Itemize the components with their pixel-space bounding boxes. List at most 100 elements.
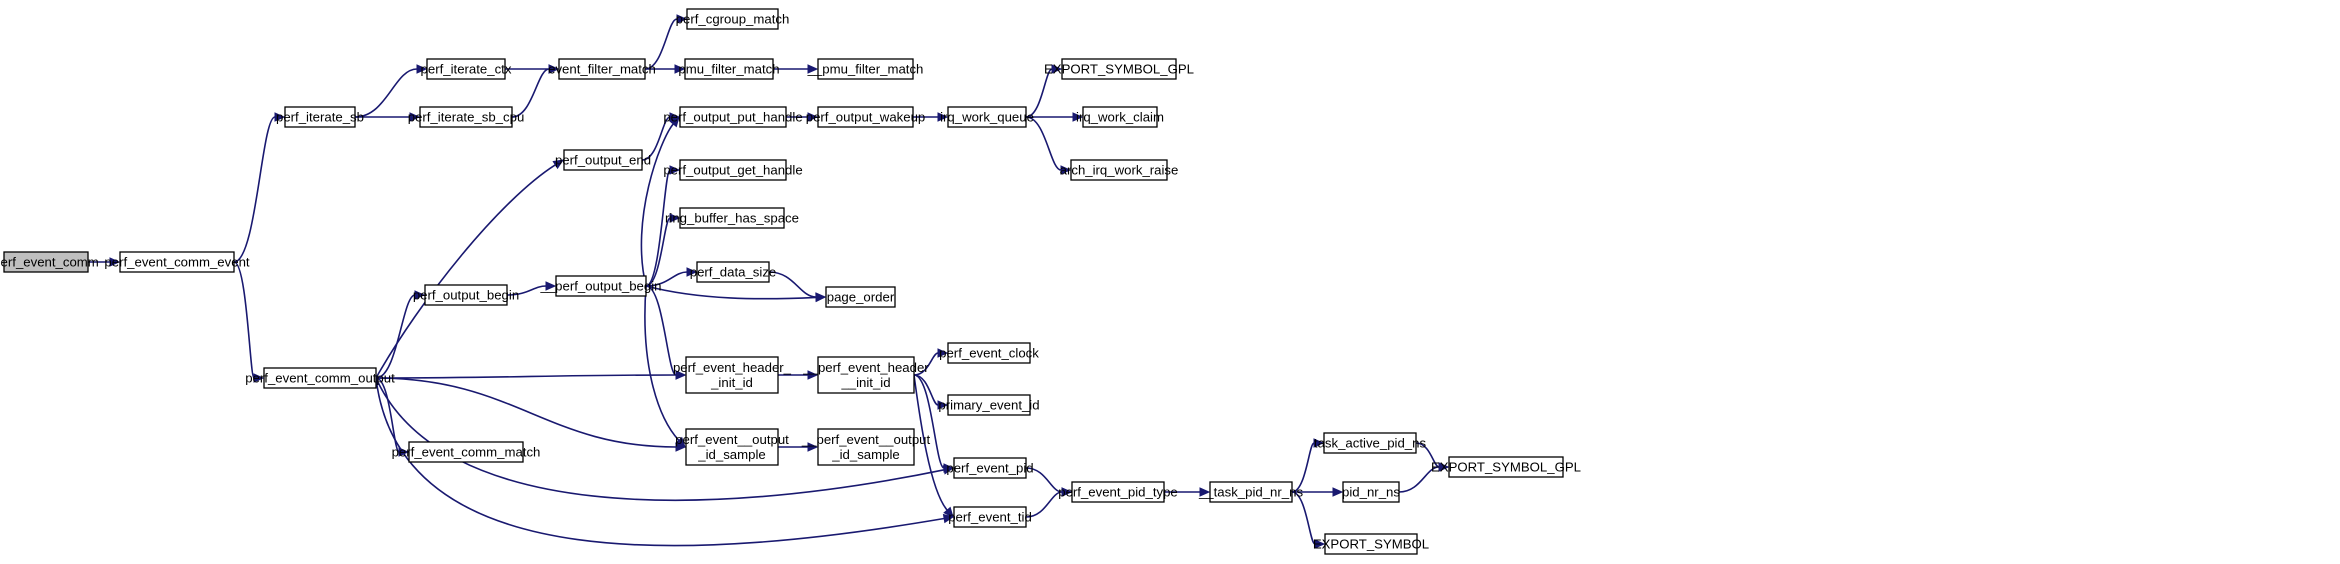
node-label: perf_output_wakeup	[806, 110, 926, 125]
node-box	[119, 251, 235, 273]
node-label: _id_sample	[831, 447, 899, 462]
node-label: primary_event_id	[938, 398, 1039, 413]
node-box	[679, 207, 785, 229]
node-box	[825, 286, 896, 308]
node-perf-output-begin[interactable]: __perf_output_begin	[540, 275, 662, 297]
node-pid-nr-ns[interactable]: pid_nr_ns	[1342, 481, 1400, 503]
edge-line	[233, 261, 255, 379]
node-irq-work-claim[interactable]: irq_work_claim	[1076, 106, 1164, 128]
node-label: __task_pid_nr_ns	[1198, 485, 1304, 500]
node-perf-output-put-handle[interactable]: perf_output_put_handle	[663, 106, 803, 128]
node-perf-event-comm[interactable]: perf_event_comm	[0, 251, 99, 273]
node-perf-output-end[interactable]: perf_output_end	[555, 149, 651, 171]
node-label: perf_event_pid_type	[1058, 485, 1178, 500]
node-perf-event-pid[interactable]: perf_event_pid	[946, 457, 1034, 479]
edge-__task_pid_nr_ns-to-pid_nr_ns	[1291, 487, 1344, 497]
edge-__perf_output_begin-to-perf_event__output_id_sample	[644, 285, 686, 448]
node-perf-event-comm-output[interactable]: perf_event_comm_output	[245, 367, 395, 389]
node-perf-event-pid-type[interactable]: perf_event_pid_type	[1058, 481, 1178, 503]
node-perf-output-get-handle[interactable]: perf_output_get_handle	[663, 159, 803, 181]
node-label: irq_work_queue	[940, 110, 1034, 125]
node-perf-cgroup-match[interactable]: perf_cgroup_match	[676, 8, 790, 30]
arrowhead-icon	[669, 116, 680, 128]
node-box	[947, 394, 1031, 416]
node-pmu-filter-match[interactable]: __pmu_filter_match	[807, 58, 924, 80]
arrowhead-icon	[1051, 64, 1063, 74]
node-label: EXPORT_SYMBOL	[1313, 537, 1429, 552]
edges-layer	[88, 14, 1450, 549]
node-primary-event-id[interactable]: primary_event_id	[938, 394, 1040, 416]
node-box	[263, 367, 377, 389]
edge-line	[645, 285, 817, 300]
edge-perf_event_pid_type-to-__task_pid_nr_ns	[1163, 487, 1211, 497]
node-perf-output-begin[interactable]: perf_output_begin	[413, 284, 519, 306]
edge-line	[1291, 491, 1316, 545]
node-perf-event-clock[interactable]: perf_event_clock	[939, 342, 1039, 364]
node-task-pid-nr-ns[interactable]: __task_pid_nr_ns	[1198, 481, 1304, 503]
edge-perf_event_comm_output-to-perf_event_header__init_id	[375, 370, 687, 380]
node-perf-event--output-id-sample[interactable]: __perf_event__output_id_sample	[801, 428, 931, 466]
arrowhead-icon	[1061, 487, 1073, 497]
edge-perf_output_begin-to-__perf_output_begin	[506, 281, 557, 296]
arrowhead-icon	[1313, 438, 1325, 448]
node-task-active-pid-ns[interactable]: task_active_pid_ns	[1314, 432, 1427, 454]
node-perf-output-wakeup[interactable]: perf_output_wakeup	[806, 106, 926, 128]
node-box	[685, 356, 779, 394]
node-ring-buffer-has-space[interactable]: ring_buffer_has_space	[665, 207, 799, 229]
node-perf-event--output-id-sample[interactable]: perf_event__output_id_sample	[675, 428, 789, 466]
arrowhead-icon	[253, 373, 265, 383]
edge-perf_event_header__init_id-to-__perf_event_header__init_id	[778, 370, 819, 380]
edge-perf_output_wakeup-to-irq_work_queue	[913, 112, 949, 122]
node-irq-work-queue[interactable]: irq_work_queue	[940, 106, 1034, 128]
node-box	[1448, 456, 1564, 478]
node-perf-iterate-sb-cpu[interactable]: perf_iterate_sb_cpu	[408, 106, 525, 128]
node-box	[679, 159, 787, 181]
node-label: perf_event_comm_match	[392, 445, 541, 460]
node-perf-iterate-sb[interactable]: perf_iterate_sb	[276, 106, 364, 128]
node-label: perf_event__output	[675, 432, 789, 447]
arrowhead-icon	[943, 463, 955, 473]
edge-perf_data_size-to-page_order	[768, 271, 827, 302]
node-page-order[interactable]: page_order	[825, 286, 896, 308]
node-perf-iterate-ctx[interactable]: perf_iterate_ctx	[421, 58, 512, 80]
node-EXPORT-SYMBOL[interactable]: EXPORT_SYMBOL	[1313, 533, 1429, 555]
node-pmu-filter-match[interactable]: pmu_filter_match	[678, 58, 780, 80]
node-label: EXPORT_SYMBOL_GPL	[1044, 62, 1194, 77]
node-label: page_order	[827, 290, 895, 305]
node-perf-event-header--init-id[interactable]: __perf_event_header__init_id	[802, 356, 929, 394]
arrowhead-icon	[937, 112, 949, 122]
arrowhead-icon	[416, 64, 428, 74]
node-perf-event-tid[interactable]: perf_event_tid	[948, 506, 1032, 528]
edge-__task_pid_nr_ns-to-EXPORT_SYMBOL	[1291, 491, 1326, 549]
node-box	[426, 58, 506, 80]
node-box	[679, 106, 787, 128]
node-box	[3, 251, 89, 273]
node-box	[817, 106, 914, 128]
edge-__perf_output_begin-to-perf_data_size	[645, 267, 698, 287]
node-label: perf_data_size	[690, 265, 777, 280]
edge-__perf_event_header__init_id-to-perf_event_tid	[913, 374, 954, 518]
edge-line	[375, 377, 400, 453]
node-box	[1071, 481, 1165, 503]
node-label: __perf_output_begin	[540, 279, 662, 294]
node-arch-irq-work-raise[interactable]: arch_irq_work_raise	[1060, 159, 1179, 181]
node-perf-data-size[interactable]: perf_data_size	[690, 261, 777, 283]
node-EXPORT-SYMBOL-GPL-2[interactable]: EXPORT_SYMBOL_GPL	[1431, 456, 1581, 478]
node-box	[947, 342, 1031, 364]
node-EXPORT-SYMBOL-GPL-1[interactable]: EXPORT_SYMBOL_GPL	[1044, 58, 1194, 80]
node-perf-event-comm-event[interactable]: perf_event_comm_event	[104, 251, 250, 273]
edge-irq_work_queue-to-irq_work_claim	[1026, 112, 1084, 122]
edge-perf_output_put_handle-to-perf_output_wakeup	[786, 112, 819, 122]
edge-line	[1291, 442, 1315, 493]
node-perf-event-header--init-id[interactable]: perf_event_header__init_id	[673, 356, 792, 394]
node-label: __perf_event_header	[802, 360, 929, 375]
arrowhead-icon	[815, 292, 827, 302]
edge-__perf_output_begin-to-perf_output_put_handle	[640, 116, 680, 287]
edge-pmu_filter_match-to-__pmu_filter_match	[773, 64, 819, 74]
node-box	[1342, 481, 1400, 503]
edge-line	[913, 374, 948, 511]
arrowhead-icon	[1314, 539, 1326, 549]
node-perf-event-comm-match[interactable]: perf_event_comm_match	[392, 441, 541, 463]
node-event-filter-match[interactable]: event_filter_match	[548, 58, 656, 80]
